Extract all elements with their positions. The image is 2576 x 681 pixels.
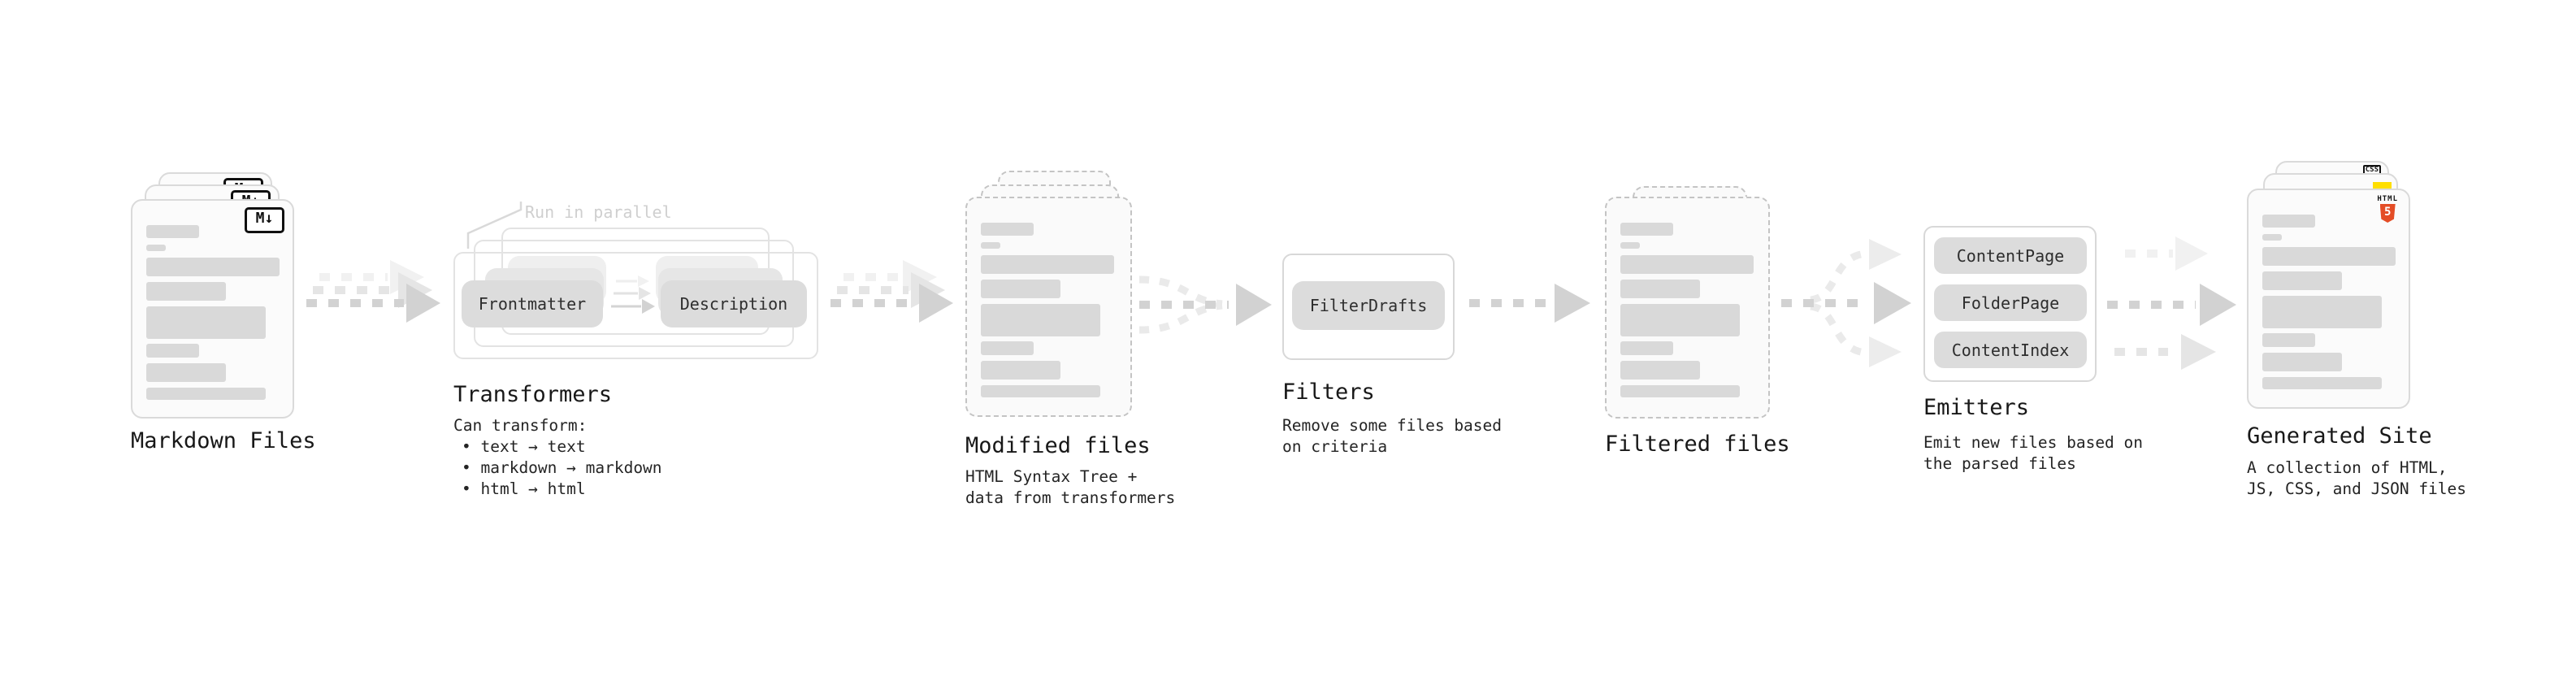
- html5-icon-shield: 5: [2379, 204, 2396, 223]
- arrows-emitters-to-generated: [2107, 236, 2236, 370]
- arrow-modified-to-filters-merge: [1138, 275, 1272, 334]
- text-line-bar: [981, 255, 1114, 274]
- arrow-transformers-to-modified: [830, 260, 953, 323]
- modified-file-card-front: [965, 197, 1132, 417]
- text-line-bar: [1620, 242, 1640, 249]
- filterdrafts-chip: FilterDrafts: [1292, 281, 1445, 330]
- html5-icon-word: HTML: [2377, 195, 2398, 203]
- text-line-bar: [2262, 271, 2342, 290]
- desc-line: JS, CSS, and JSON files: [2247, 479, 2467, 498]
- modified-files-description: HTML Syntax Tree + data from transformer…: [965, 466, 1175, 509]
- filtered-file-card-front: [1605, 197, 1770, 419]
- generated-site-description: A collection of HTML, JS, CSS, and JSON …: [2247, 458, 2466, 500]
- text-line-bar: [981, 304, 1100, 336]
- text-line-bar: [1620, 361, 1700, 380]
- frontmatter-chip: Frontmatter: [462, 280, 603, 327]
- transformers-bullet: • markdown → markdown: [462, 458, 662, 477]
- text-line-bar: [981, 280, 1060, 298]
- text-line-bar: [146, 258, 280, 276]
- text-line-bar: [146, 282, 226, 301]
- contentindex-chip: ContentIndex: [1934, 332, 2087, 368]
- html5-icon: HTML 5: [2377, 195, 2398, 223]
- filters-description: Remove some files based on criteria: [1282, 415, 1502, 458]
- generated-site-label: Generated Site: [2247, 423, 2432, 449]
- emitters-description: Emit new files based on the parsed files: [1923, 432, 2143, 475]
- transformers-bullet: • text → text: [462, 437, 586, 456]
- text-line-bar: [1620, 304, 1740, 336]
- text-line-bar: [146, 388, 266, 400]
- text-line-bar: [146, 344, 199, 358]
- text-line-bar: [1620, 341, 1673, 355]
- desc-line: Emit new files based on: [1923, 433, 2144, 452]
- text-line-bar: [146, 245, 166, 251]
- emitters-title: Emitters: [1923, 395, 2030, 420]
- text-line-bar: [1620, 280, 1700, 298]
- parallel-run-arrows: [611, 275, 655, 314]
- text-line-bar: [1620, 255, 1754, 274]
- transformers-desc-heading: Can transform:: [453, 416, 588, 435]
- arrow-markdown-to-transformers: [306, 260, 440, 323]
- modified-files-label: Modified files: [965, 433, 1151, 458]
- annotation-leader-line: [466, 202, 523, 249]
- transformers-title: Transformers: [453, 382, 613, 407]
- arrow-filters-to-filtered: [1469, 284, 1590, 323]
- text-line-bar: [981, 242, 1000, 249]
- desc-line: HTML Syntax Tree +: [965, 467, 1138, 486]
- text-line-bar: [2262, 215, 2315, 228]
- text-line-bar: [981, 361, 1060, 380]
- text-line-bar: [2262, 296, 2382, 328]
- desc-line: data from transformers: [965, 488, 1176, 507]
- filtered-files-label: Filtered files: [1605, 432, 1790, 457]
- desc-line: Remove some files based: [1282, 416, 1503, 435]
- text-line-bar: [981, 385, 1100, 397]
- transformers-description: Can transform: • text → text • markdown …: [453, 415, 662, 500]
- text-line-bar: [2262, 234, 2282, 241]
- markdown-icon: M↓: [245, 207, 284, 233]
- contentpage-chip: ContentPage: [1934, 237, 2087, 274]
- run-in-parallel-annotation: Run in parallel: [525, 202, 672, 222]
- transformer-box-front: [453, 252, 818, 359]
- text-line-bar: [2262, 333, 2315, 347]
- desc-line: on criteria: [1282, 437, 1388, 456]
- text-line-bar: [1620, 385, 1740, 397]
- text-line-bar: [981, 223, 1034, 236]
- folderpage-chip: FolderPage: [1934, 284, 2087, 321]
- desc-line: A collection of HTML,: [2247, 458, 2448, 477]
- js-icon: [2373, 182, 2392, 190]
- transformers-bullet: • html → html: [462, 479, 586, 498]
- desc-line: the parsed files: [1923, 454, 2076, 473]
- text-line-bar: [981, 341, 1034, 355]
- text-line-bar: [146, 306, 266, 339]
- markdown-files-label: Markdown Files: [131, 428, 316, 453]
- text-line-bar: [146, 225, 199, 238]
- description-chip: Description: [661, 280, 807, 327]
- text-line-bar: [146, 363, 226, 382]
- generated-site-card-front: HTML 5: [2247, 189, 2410, 409]
- text-line-bar: [2262, 377, 2382, 389]
- text-line-bar: [2262, 353, 2342, 371]
- text-line-bar: [1620, 223, 1673, 236]
- arrow-filtered-to-emitters-split: [1781, 239, 1911, 367]
- markdown-file-card-front: M↓: [131, 199, 294, 419]
- filters-title: Filters: [1282, 380, 1375, 405]
- text-line-bar: [2262, 247, 2396, 266]
